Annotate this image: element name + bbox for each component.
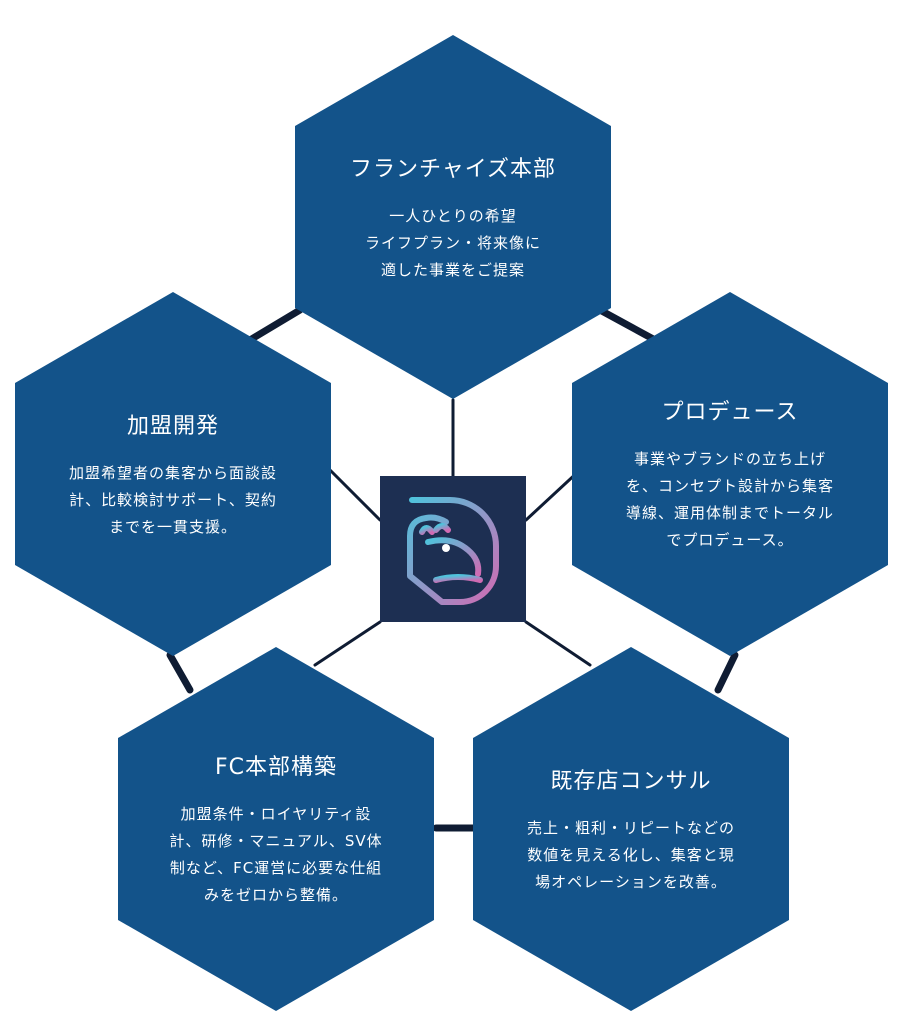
hexagon-title: フランチャイズ本部 xyxy=(349,156,557,182)
hexagon-description: 加盟条件・ロイヤリティ設 計、研修・マニュアル、SV体 制など、FC運営に必要な… xyxy=(169,805,383,904)
hexagon-description: 事業やブランドの立ち上げ を、コンセプト設計から集客 導線、運用体制までトータル… xyxy=(625,450,834,549)
hexagon-produce: プロデュース 事業やブランドの立ち上げ を、コンセプト設計から集客 導線、運用体… xyxy=(572,292,888,656)
connector-line xyxy=(524,620,592,667)
hexagon-description: 一人ひとりの希望 ライフプラン・将来像に 適した事業をご提案 xyxy=(364,206,541,279)
hexagon-title: 既存店コンサル xyxy=(550,768,712,794)
connector-line xyxy=(596,306,659,344)
connector-line xyxy=(246,306,304,344)
connector-line xyxy=(714,651,739,694)
connector-line xyxy=(524,468,582,522)
capybara-logo-icon xyxy=(380,476,526,622)
center-hub xyxy=(380,476,526,622)
hexagon-description: 売上・粗利・リピートなどの 数値を見える化し、集客と現 場オペレーションを改善。 xyxy=(526,818,735,891)
hexagon-description: 加盟希望者の集客から面談設 計、比較検討サポート、契約 までを一貫支援。 xyxy=(68,463,277,536)
connector-line xyxy=(166,651,194,694)
connector-line xyxy=(313,620,382,667)
hexagon-title: 加盟開発 xyxy=(126,413,219,439)
hexagon-fc-hq-building: FC本部構築 加盟条件・ロイヤリティ設 計、研修・マニュアル、SV体 制など、F… xyxy=(118,647,434,1011)
hexagon-title: プロデュース xyxy=(661,400,799,425)
hexagon-title: FC本部構築 xyxy=(214,755,338,780)
hexagon-existing-store-consulting: 既存店コンサル 売上・粗利・リピートなどの 数値を見える化し、集客と現 場オペレ… xyxy=(473,647,789,1011)
